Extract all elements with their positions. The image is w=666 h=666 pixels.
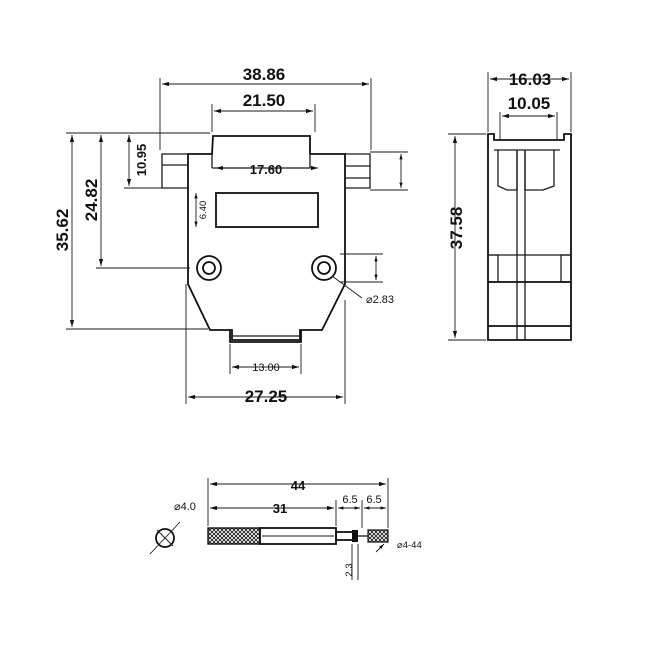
label-10-05: 10.05 <box>508 94 551 113</box>
front-left-hole <box>202 261 216 275</box>
screw-thread <box>367 529 389 543</box>
front-body-outline <box>187 135 346 341</box>
label-6-40: 6.40 <box>198 201 209 220</box>
front-left-hole-outer <box>196 255 222 281</box>
label-10-95: 10.95 <box>134 144 149 177</box>
front-bottom-connector <box>229 330 302 343</box>
label-17-60: 17.60 <box>250 162 283 177</box>
screw-neck <box>335 531 355 541</box>
front-window <box>215 192 319 228</box>
side-view: 16.03 10.05 37.58 <box>447 70 572 341</box>
label-27-25: 27.25 <box>245 387 288 406</box>
front-view: 38.86 21.50 17.60 6.40 35.62 24.82 10.95… <box>53 65 408 406</box>
label-hole-diameter: ⌀2.83 <box>366 294 394 306</box>
label-31: 31 <box>273 501 287 516</box>
side-outline <box>487 133 572 341</box>
label-38-86: 38.86 <box>243 65 286 84</box>
hole-leader <box>331 275 363 299</box>
label-35-62: 35.62 <box>53 209 72 252</box>
label-screw-head-diameter: ⌀4.0 <box>174 501 196 513</box>
label-2-3: 2.3 <box>344 563 355 576</box>
label-21-50: 21.50 <box>243 91 286 110</box>
label-13-00: 13.00 <box>252 362 280 374</box>
front-right-ear <box>345 153 371 189</box>
front-left-ear <box>161 153 188 189</box>
label-6-5-b: 6.5 <box>366 494 381 506</box>
front-right-hole-outer <box>311 255 337 281</box>
label-37-58: 37.58 <box>447 207 466 250</box>
label-24-82: 24.82 <box>82 179 101 222</box>
screw-head-section <box>155 528 175 548</box>
screw-knurled-head <box>207 527 261 545</box>
label-44: 44 <box>291 478 306 493</box>
label-thread: ⌀4-44 <box>397 540 422 551</box>
label-16-03: 16.03 <box>509 70 552 89</box>
label-6-5-a: 6.5 <box>342 494 357 506</box>
screw-detail: ⌀4.0 44 31 6.5 6.5 2.3 ⌀4-44 <box>149 478 422 580</box>
front-right-hole <box>317 261 331 275</box>
